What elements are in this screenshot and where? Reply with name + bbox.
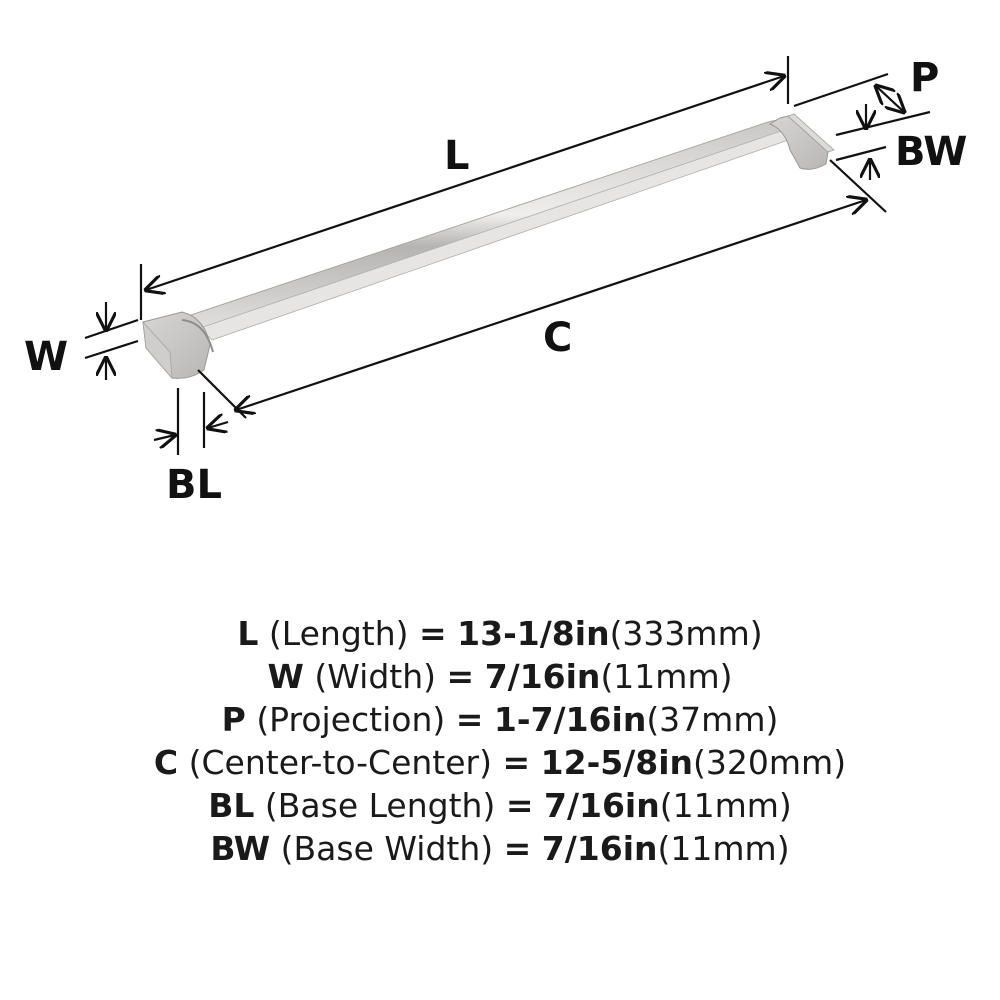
spec-metric: (11mm): [657, 829, 790, 868]
spec-equals: =: [505, 786, 534, 825]
spec-projection: P (Projection) = 1-7/16in(37mm): [0, 698, 1000, 741]
spec-width: W (Width) = 7/16in(11mm): [0, 655, 1000, 698]
dimension-BW: [835, 104, 887, 180]
spec-metric: (11mm): [600, 657, 733, 696]
spec-imperial: 7/16in: [543, 786, 660, 825]
spec-code: L: [237, 614, 259, 653]
spec-equals: =: [502, 743, 531, 782]
label-C: C: [543, 315, 573, 361]
spec-center-to-center: C (Center-to-Center) = 12-5/8in(320mm): [0, 741, 1000, 784]
spec-code: C: [153, 743, 179, 782]
spec-metric: (333mm): [609, 614, 763, 653]
dimension-W: [84, 302, 139, 380]
spec-name: (Length): [268, 614, 409, 653]
label-BL: BL: [166, 462, 222, 508]
spec-length: L (Length) = 13-1/8in(333mm): [0, 612, 1000, 655]
cabinet-pull-drawing: [84, 56, 931, 455]
spec-metric: (37mm): [646, 700, 779, 739]
spec-name: (Projection): [256, 700, 446, 739]
dimension-L: [139, 56, 790, 320]
dimension-P: [793, 72, 931, 137]
label-BW: BW: [895, 129, 968, 175]
dimension-BL: [153, 388, 229, 455]
spec-metric: (11mm): [659, 786, 792, 825]
spec-imperial: 13-1/8in: [457, 614, 610, 653]
spec-code: W: [267, 657, 304, 696]
spec-name: (Base Width): [280, 829, 494, 868]
label-W: W: [24, 334, 69, 380]
spec-base-width: BW (Base Width) = 7/16in(11mm): [0, 827, 1000, 870]
spec-imperial: 7/16in: [484, 657, 601, 696]
spec-name: (Center-to-Center): [188, 743, 492, 782]
label-P: P: [910, 55, 940, 101]
spec-equals: =: [419, 614, 447, 653]
spec-metric: (320mm): [693, 743, 847, 782]
spec-name: (Base Length): [264, 786, 496, 825]
spec-equals: =: [446, 657, 475, 696]
spec-code: BW: [210, 829, 271, 868]
handle-dimension-diagram: L C W P BW BL: [24, 55, 968, 508]
label-L: L: [444, 133, 470, 179]
spec-equals: =: [503, 829, 532, 868]
spec-imperial: 12-5/8in: [540, 743, 694, 782]
dimension-C: [197, 159, 887, 419]
spec-imperial: 1-7/16in: [493, 700, 647, 739]
spec-code: P: [221, 700, 246, 739]
spec-base-length: BL (Base Length) = 7/16in(11mm): [0, 784, 1000, 827]
spec-equals: =: [455, 700, 484, 739]
spec-name: (Width): [314, 657, 437, 696]
spec-imperial: 7/16in: [541, 829, 658, 868]
specifications-list: L (Length) = 13-1/8in(333mm) W (Width) =…: [0, 612, 1000, 870]
spec-code: BL: [208, 786, 255, 825]
